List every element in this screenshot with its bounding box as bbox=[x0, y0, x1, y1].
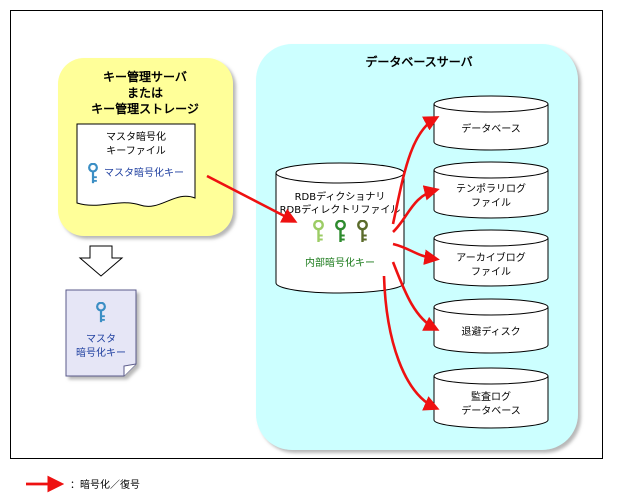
target-temporary-log-file: テンポラリログ ファイル bbox=[433, 161, 549, 219]
key-manager-title-2: または bbox=[127, 86, 163, 100]
rdb-directory-line-2: RDBディレクトリファイル bbox=[280, 203, 401, 216]
arrow-to-temporary-log bbox=[392, 185, 440, 233]
arrow-master-key-to-rdb bbox=[206, 174, 298, 223]
arrow-to-audit-log bbox=[382, 275, 440, 411]
internal-key-label: 内部暗号化キー bbox=[305, 256, 375, 269]
target-audit-log-line-1: 監査ログ bbox=[471, 390, 511, 403]
target-archive-log-file: アーカイブログ ファイル bbox=[433, 229, 549, 287]
master-key-file-line-1: マスタ暗号化 bbox=[106, 130, 166, 143]
arrow-to-backup-disk bbox=[391, 261, 440, 331]
target-backup-disk: 退避ディスク bbox=[433, 298, 549, 354]
key-manager-title-3: キー管理ストレージ bbox=[91, 101, 199, 116]
arrow-to-archive-log bbox=[392, 242, 440, 265]
master-key-file: マスタ暗号化 キーファイル マスタ暗号化キー bbox=[76, 123, 196, 207]
target-audit-log-database: 監査ログ データベース bbox=[433, 367, 549, 429]
target-temporary-log-line-1: テンポラリログ bbox=[456, 182, 526, 195]
master-key-document-line-1: マスタ bbox=[86, 333, 116, 345]
legend: ：暗号化／復号 bbox=[26, 475, 140, 493]
target-temporary-log-line-2: ファイル bbox=[471, 198, 511, 209]
target-archive-log-line-1: アーカイブログ bbox=[456, 251, 525, 264]
rdb-directory-cylinder: RDBディクショナリ RDBディレクトリファイル 内部暗号化キー bbox=[275, 162, 405, 294]
db-server-title: データベースサーバ bbox=[365, 54, 472, 69]
target-audit-log-line-2: データベース bbox=[461, 404, 521, 417]
rdb-directory-line-1: RDBディクショナリ bbox=[295, 190, 386, 203]
target-backup-disk-label: 退避ディスク bbox=[461, 325, 520, 338]
target-archive-log-line-2: ファイル bbox=[471, 267, 511, 278]
arrow-to-database bbox=[391, 116, 440, 225]
master-key-file-key-label: マスタ暗号化キー bbox=[104, 166, 184, 179]
target-database: データベース bbox=[433, 95, 549, 151]
key-manager-title-1: キー管理サーバ bbox=[103, 69, 187, 84]
legend-label: ：暗号化／復号 bbox=[70, 478, 140, 491]
target-database-label: データベース bbox=[461, 122, 521, 135]
master-key-document: マスタ 暗号化キー bbox=[65, 289, 137, 377]
master-key-file-line-2: キーファイル bbox=[106, 146, 165, 157]
master-key-document-line-2: 暗号化キー bbox=[76, 346, 126, 359]
hollow-down-arrow bbox=[78, 245, 124, 277]
